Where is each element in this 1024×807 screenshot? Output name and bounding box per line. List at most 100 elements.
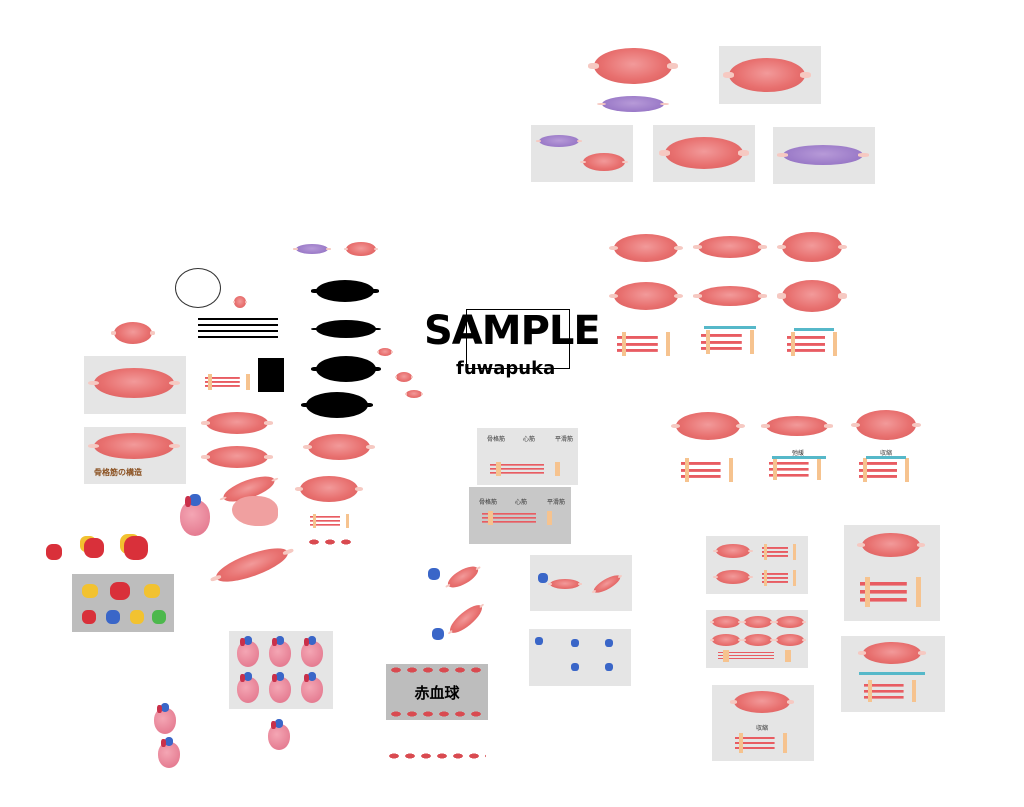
muscle-silhouette-icon	[311, 356, 381, 382]
fist-blue-icon	[605, 663, 613, 671]
muscle-tissue-icon	[306, 514, 356, 528]
heart-icon	[301, 636, 323, 667]
panel-muscle-detail	[844, 525, 940, 621]
sarcomere-icon	[676, 458, 742, 482]
arrow-icon	[866, 456, 906, 459]
panel-skeletal-structure-labeled: 骨格筋の構造	[84, 427, 186, 484]
muscle-icon	[303, 434, 375, 460]
muscle-fragment-icon	[404, 390, 424, 398]
muscle-icon	[777, 232, 847, 262]
heart-icon	[180, 493, 210, 536]
muscle-tired-icon	[776, 145, 870, 165]
panel-muscle-types-top: 骨格筋 心筋 平滑筋	[477, 428, 578, 485]
muscle-icon	[713, 570, 753, 584]
relaxation-label: 弛緩	[792, 451, 805, 457]
arm-bone-icon	[212, 541, 292, 589]
panel-fists	[72, 574, 174, 632]
panel-sarcomere-compare	[706, 536, 808, 594]
panel-arm-grid	[529, 629, 631, 686]
muscle-icon	[729, 691, 795, 713]
sarcomere-icon	[758, 570, 802, 586]
sarcomere-icon	[612, 332, 680, 356]
heart-icon	[269, 672, 291, 703]
fist-yellow-icon	[144, 584, 160, 598]
fist-blue-icon	[535, 637, 543, 645]
heart-icon	[154, 703, 176, 734]
watermark-author: fuwapuka	[456, 358, 556, 379]
sarcomere-icon	[782, 332, 846, 356]
watermark-box	[466, 309, 570, 369]
muscle-icon	[692, 236, 768, 258]
fist-blue-icon	[538, 573, 548, 583]
fist-red-icon	[110, 582, 130, 600]
fist-blue-icon	[106, 610, 120, 624]
muscle-fragment-icon	[394, 372, 414, 382]
muscle-icon	[343, 242, 379, 256]
panel-muscle-recovery	[531, 125, 633, 182]
muscle-type-label: 心筋	[523, 437, 536, 443]
sarcomere-icon	[696, 330, 764, 354]
fist-blue-icon	[432, 628, 444, 640]
muscle-fiber-icon	[200, 374, 258, 390]
muscle-fragment-icon	[376, 348, 394, 356]
muscle-icon	[713, 544, 753, 558]
contraction-label: 収縮	[880, 451, 893, 457]
muscle-icon	[709, 634, 743, 646]
fist-red-icon	[124, 536, 148, 560]
fist-blue-icon	[605, 639, 613, 647]
muscle-small-icon	[579, 153, 629, 171]
muscle-icon	[608, 234, 684, 262]
sarcomere-icon	[764, 458, 830, 480]
muscle-small-icon	[233, 296, 247, 308]
muscle-icon	[858, 642, 926, 664]
muscle-purple-icon	[597, 96, 669, 112]
panel-muscle-healthy	[653, 125, 755, 182]
muscle-type-label: 平滑筋	[547, 500, 566, 506]
muscle-icon	[295, 476, 363, 502]
muscle-icon	[777, 280, 847, 312]
blood-vessel-icon	[175, 268, 221, 308]
muscle-pain-icon	[722, 58, 812, 92]
muscle-type-label: 平滑筋	[555, 437, 574, 443]
arrow-icon	[772, 456, 826, 459]
red-blood-cell-row	[306, 538, 354, 546]
muscle-icon	[773, 634, 807, 646]
muscle-icon	[608, 282, 684, 310]
muscle-purple-small-icon	[535, 135, 583, 147]
muscle-icon	[851, 410, 921, 440]
fist-red-icon	[46, 544, 62, 560]
contraction-label: 収縮	[756, 726, 769, 732]
arm-icon	[547, 579, 583, 589]
red-blood-cell-row	[388, 710, 486, 718]
heart-icon	[237, 636, 259, 667]
muscle-icon	[692, 286, 768, 306]
muscle-type-label: 骨格筋	[479, 500, 498, 506]
fist-blue-icon	[428, 568, 440, 580]
muscle-cramp-icon	[587, 48, 679, 84]
panel-muscle-tired	[773, 127, 875, 184]
panel-skeletal-structure	[84, 356, 186, 414]
muscle-crosssection-icon	[110, 322, 156, 344]
muscle-silhouette-icon	[311, 280, 379, 302]
sarcomere-icon	[730, 733, 796, 753]
muscle-tissue-icon	[483, 462, 573, 476]
muscle-icon	[761, 416, 833, 436]
panel-contraction: 収縮	[712, 685, 814, 761]
fist-red-icon	[84, 538, 104, 558]
muscle-purple-icon	[293, 244, 331, 254]
muscle-icon	[741, 634, 775, 646]
watermark-sample: SAMPLE	[424, 308, 601, 354]
panel-muscle-grid	[706, 610, 808, 668]
muscle-icon	[709, 616, 743, 628]
muscle-icon	[857, 533, 925, 557]
muscle-icon	[670, 412, 746, 440]
arm-icon	[446, 600, 486, 638]
sarcomere-icon	[854, 577, 932, 607]
fist-red-icon	[82, 610, 96, 624]
fiber-lines-icon	[198, 318, 278, 338]
heart-icon	[237, 672, 259, 703]
muscle-tissue-icon	[475, 511, 565, 525]
fist-green-icon	[152, 610, 166, 624]
black-block	[258, 358, 284, 392]
sarcomere-icon	[854, 458, 918, 482]
